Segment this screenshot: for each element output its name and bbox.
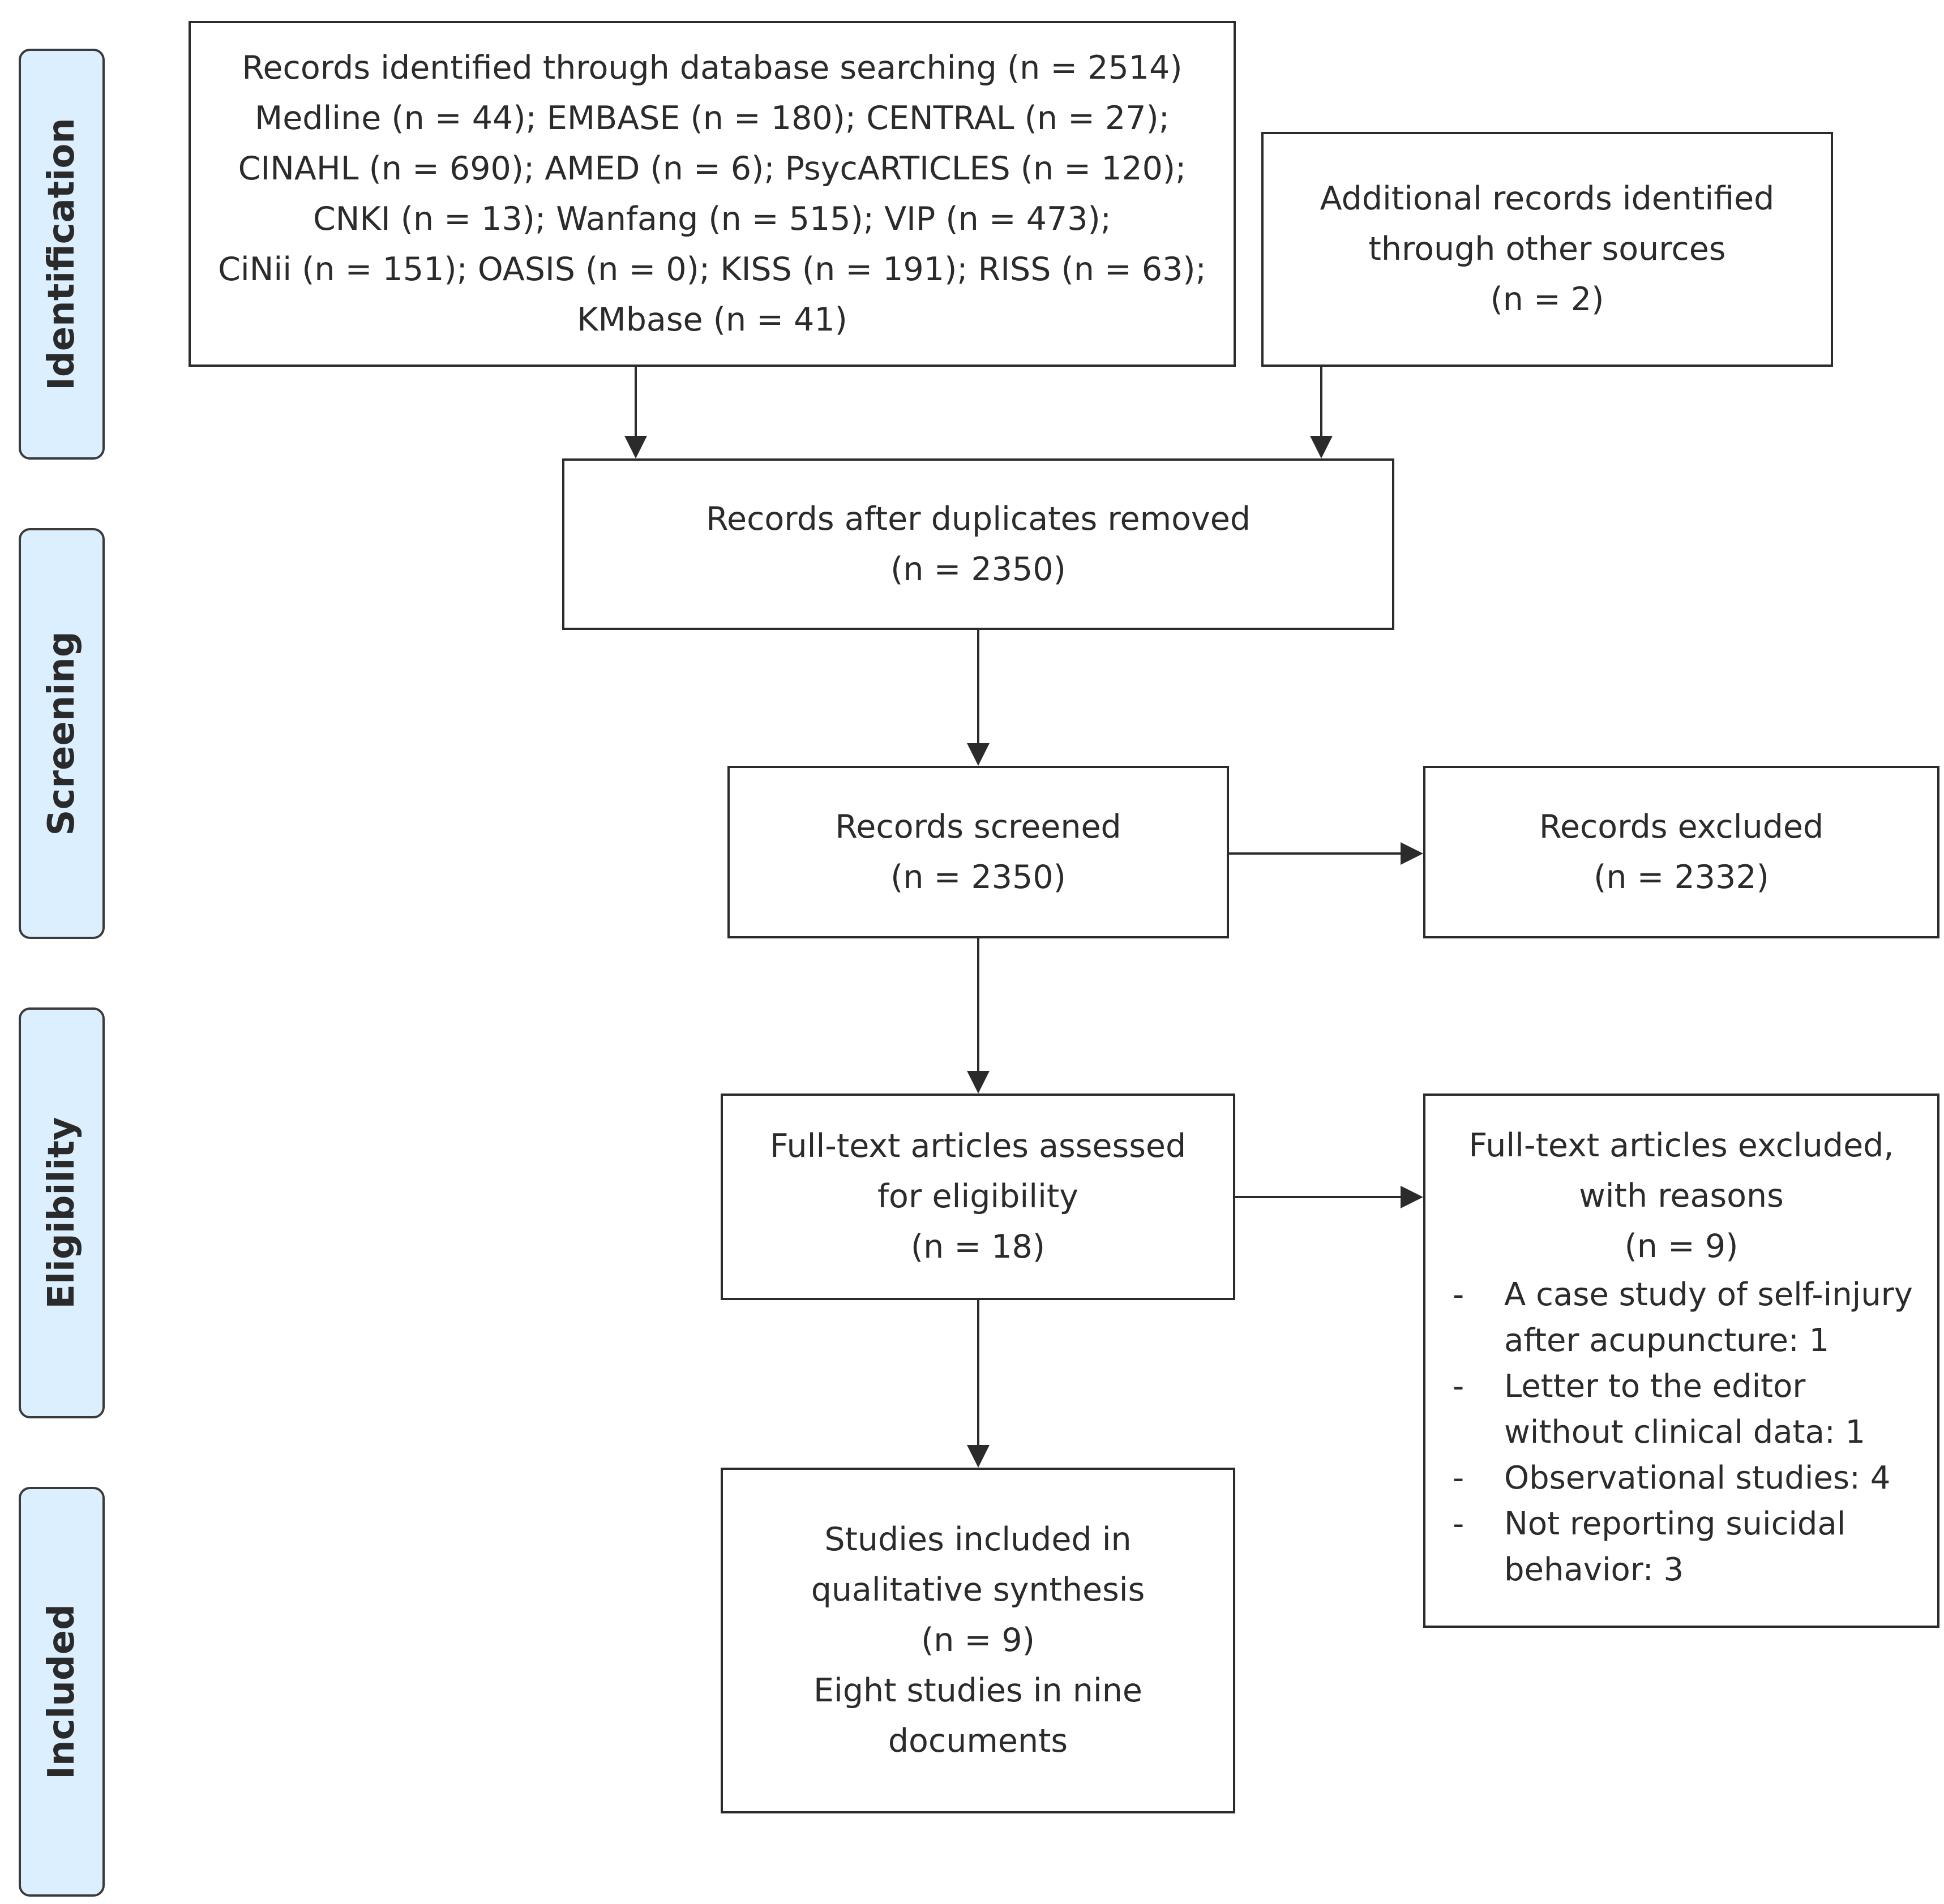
duplicates-removed-box: Records after duplicates removed (n = 23…: [562, 458, 1394, 630]
database-search-line-4: CNKI (n = 13); Wanfang (n = 515); VIP (n…: [313, 200, 1111, 238]
phase-eligibility: Eligibility: [19, 1007, 105, 1418]
other-sources-box: Additional records identified through ot…: [1261, 132, 1833, 367]
records-excluded-line-2: (n = 2332): [1594, 858, 1769, 896]
phase-identification: Identification: [19, 49, 105, 460]
list-dash: -: [1453, 1506, 1465, 1542]
full-text-assessed-line-2: for eligibility: [877, 1178, 1079, 1215]
database-search-line-2: Medline (n = 44); EMBASE (n = 180); CENT…: [255, 99, 1170, 137]
full-text-assessed-box: Full-text articles assessed for eligibil…: [721, 1093, 1235, 1300]
studies-included-line-1: Studies included in: [824, 1521, 1132, 1558]
full-text-excluded-line-1: Full-text articles excluded,: [1468, 1127, 1894, 1164]
database-search-line-5: CiNii (n = 151); OASIS (n = 0); KISS (n …: [218, 250, 1206, 288]
database-search-line-1: Records identified through database sear…: [242, 49, 1183, 87]
list-dash: -: [1453, 1368, 1465, 1405]
exclusion-reason: - Letter to the editor without clinical …: [1425, 1363, 1937, 1455]
studies-included-box: Studies included in qualitative synthesi…: [721, 1468, 1235, 1813]
full-text-excluded-line-2: with reasons: [1579, 1177, 1784, 1215]
full-text-excluded-line-3: (n = 9): [1624, 1228, 1739, 1265]
full-text-assessed-line-1: Full-text articles assessed: [769, 1127, 1187, 1165]
duplicates-removed-line-2: (n = 2350): [890, 550, 1066, 588]
exclusion-reasons-list: - A case study of self-injury after acup…: [1425, 1272, 1937, 1593]
phase-included: Included: [19, 1487, 105, 1897]
exclusion-reason-text: Not reporting suicidal: [1504, 1506, 1846, 1542]
database-search-box: Records identified through database sear…: [189, 21, 1236, 367]
exclusion-reason-text: after acupuncture: 1: [1504, 1322, 1830, 1359]
duplicates-removed-line-1: Records after duplicates removed: [705, 500, 1251, 538]
database-search-line-6: KMbase (n = 41): [577, 301, 847, 338]
studies-included-line-3: (n = 9): [921, 1622, 1035, 1659]
records-excluded-line-1: Records excluded: [1539, 808, 1824, 846]
exclusion-reason-text: behavior: 3: [1504, 1551, 1684, 1588]
exclusion-reason-text: Letter to the editor: [1504, 1368, 1806, 1405]
full-text-excluded-box: Full-text articles excluded, with reason…: [1423, 1093, 1939, 1628]
database-search-line-3: CINAHL (n = 690); AMED (n = 6); PsycARTI…: [238, 149, 1187, 187]
phase-screening: Screening: [19, 528, 105, 939]
list-dash: -: [1453, 1276, 1465, 1313]
exclusion-reason: - A case study of self-injury after acup…: [1425, 1272, 1937, 1363]
other-sources-line-2: through other sources: [1368, 230, 1726, 268]
exclusion-reason: - Observational studies: 4: [1425, 1455, 1937, 1501]
records-screened-line-2: (n = 2350): [890, 858, 1066, 896]
exclusion-reason-text: Observational studies: 4: [1504, 1460, 1891, 1496]
other-sources-line-3: (n = 2): [1490, 281, 1604, 318]
studies-included-line-4: Eight studies in nine: [813, 1672, 1142, 1709]
exclusion-reason: - Not reporting suicidal behavior: 3: [1425, 1501, 1937, 1593]
records-excluded-box: Records excluded (n = 2332): [1423, 766, 1939, 938]
records-screened-line-1: Records screened: [835, 808, 1121, 846]
list-dash: -: [1453, 1460, 1465, 1496]
exclusion-reason-text: A case study of self-injury: [1504, 1276, 1913, 1313]
studies-included-line-5: documents: [888, 1722, 1068, 1760]
other-sources-line-1: Additional records identified: [1320, 180, 1775, 217]
exclusion-reason-text: without clinical data: 1: [1504, 1414, 1866, 1451]
studies-included-line-2: qualitative synthesis: [811, 1571, 1145, 1609]
full-text-assessed-line-3: (n = 18): [910, 1228, 1046, 1266]
records-screened-box: Records screened (n = 2350): [727, 766, 1229, 938]
